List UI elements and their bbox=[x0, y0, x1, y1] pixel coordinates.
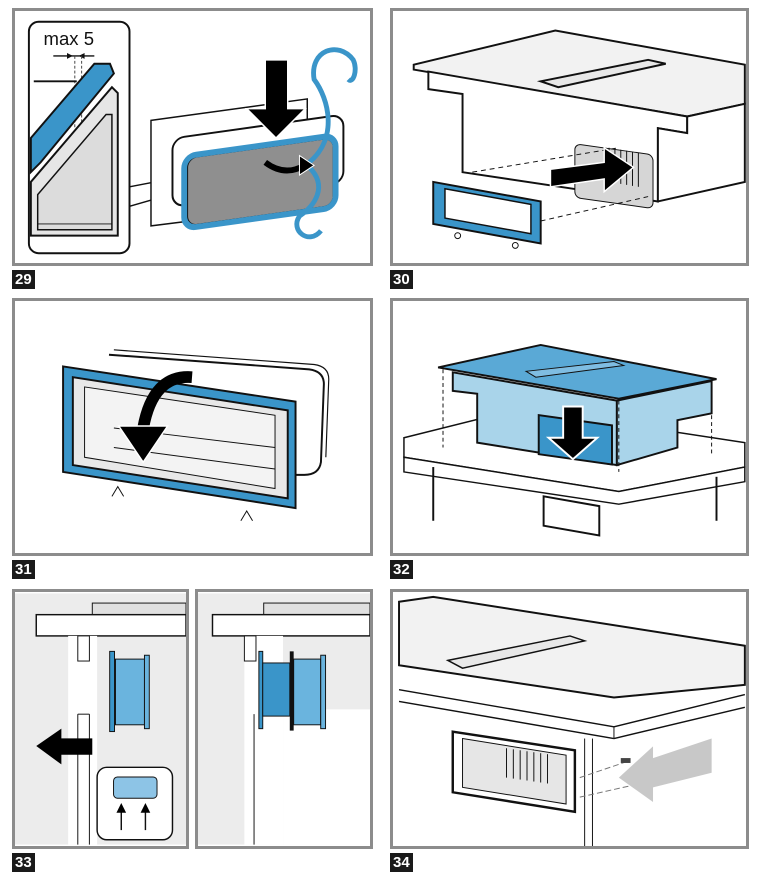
figure-33-number: 33 bbox=[12, 853, 35, 872]
figure-33b-panel bbox=[195, 589, 373, 849]
curved-arrow-icon bbox=[137, 371, 193, 430]
figure-32-number: 32 bbox=[390, 560, 413, 579]
down-arrow-icon bbox=[545, 405, 600, 461]
figure-34-illustration bbox=[398, 595, 746, 846]
figure-30-panel bbox=[390, 8, 749, 266]
figure-34-number: 34 bbox=[390, 853, 413, 872]
figure-31-panel bbox=[12, 298, 373, 556]
figure-31-number: 31 bbox=[12, 560, 35, 579]
figure-31-illustration bbox=[62, 349, 330, 522]
figure-33a-illustration bbox=[15, 593, 186, 845]
figure-32-panel bbox=[390, 298, 749, 556]
figure-30-illustration bbox=[412, 29, 746, 249]
left-arrow-icon bbox=[618, 738, 712, 803]
figure-33a-panel bbox=[12, 589, 189, 849]
figure-32-illustration bbox=[403, 343, 746, 537]
figure-33b-illustration bbox=[198, 593, 370, 845]
left-arrow-icon bbox=[36, 728, 93, 765]
figure-30-number: 30 bbox=[390, 270, 413, 289]
figure-29-illustration: max 5 bbox=[27, 20, 358, 255]
figure-34-panel bbox=[390, 589, 749, 849]
right-arrow-icon bbox=[549, 146, 635, 194]
max-5-label: max 5 bbox=[44, 28, 95, 49]
figure-29-panel: max 5 bbox=[12, 8, 373, 266]
figure-29-number: 29 bbox=[12, 270, 35, 289]
down-arrow-icon bbox=[244, 59, 308, 140]
